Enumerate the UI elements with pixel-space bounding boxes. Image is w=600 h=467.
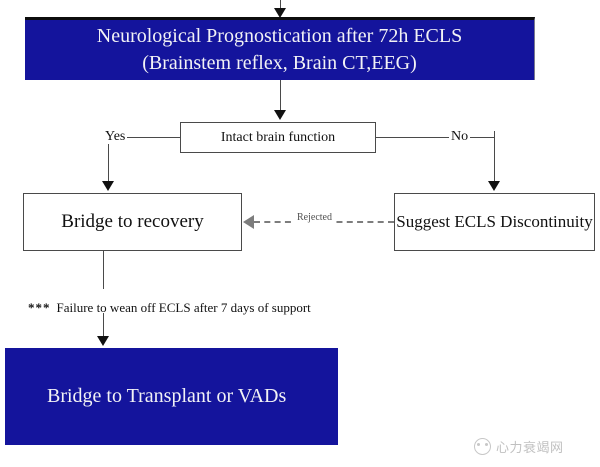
edge-label-yes: Yes xyxy=(103,129,128,144)
footnote: *** Failure to wean off ECLS after 7 days… xyxy=(28,300,311,316)
node-suggest-ecls-discontinuity: Suggest ECLS Discontinuity xyxy=(394,193,595,251)
node-bridge-to-recovery: Bridge to recovery xyxy=(23,193,242,251)
connector-no-horizontal xyxy=(376,137,494,138)
node-bridge-to-transplant: Bridge to Transplant or VADs xyxy=(5,348,338,445)
watermark: 心力衰竭网 xyxy=(474,437,564,456)
arrowhead-no-branch xyxy=(488,181,500,191)
arrowhead-yes-branch xyxy=(102,181,114,191)
arrowhead-transplant-inbound xyxy=(97,336,109,346)
node-prognostication-line1: Neurological Prognostication after 72h E… xyxy=(96,25,463,47)
connector-yes-horizontal xyxy=(108,137,180,138)
paw-logo-icon xyxy=(474,438,491,455)
connector-recovery-down-lower xyxy=(103,313,104,338)
node-suggest-ecls-discontinuity-label: Suggest ECLS Discontinuity xyxy=(396,212,593,231)
node-bridge-to-recovery-label: Bridge to recovery xyxy=(61,211,204,232)
watermark-text: 心力衰竭网 xyxy=(496,441,564,456)
connector-top-inbound xyxy=(280,0,281,10)
arrowhead-intact-inbound xyxy=(274,110,286,120)
node-prognostication: Neurological Prognostication after 72h E… xyxy=(25,17,535,80)
node-bridge-to-transplant-label: Bridge to Transplant or VADs xyxy=(47,385,287,407)
arrowhead-top-inbound xyxy=(274,8,286,18)
edge-label-rejected: Rejected xyxy=(295,212,334,223)
connector-no-vertical xyxy=(494,131,495,183)
footnote-text: Failure to wean off ECLS after 7 days of… xyxy=(56,300,311,315)
node-intact-brain-function: Intact brain function xyxy=(180,122,376,153)
connector-prognostication-to-intact xyxy=(280,80,281,110)
edge-label-no: No xyxy=(449,129,471,144)
node-prognostication-line2: (Brainstem reflex, Brain CT,EEG) xyxy=(142,52,417,74)
arrowhead-rejected xyxy=(243,215,254,229)
connector-recovery-down-upper xyxy=(103,251,104,289)
footnote-stars: *** xyxy=(28,300,51,315)
connector-yes-vertical xyxy=(108,131,109,183)
node-intact-brain-function-label: Intact brain function xyxy=(220,129,336,145)
